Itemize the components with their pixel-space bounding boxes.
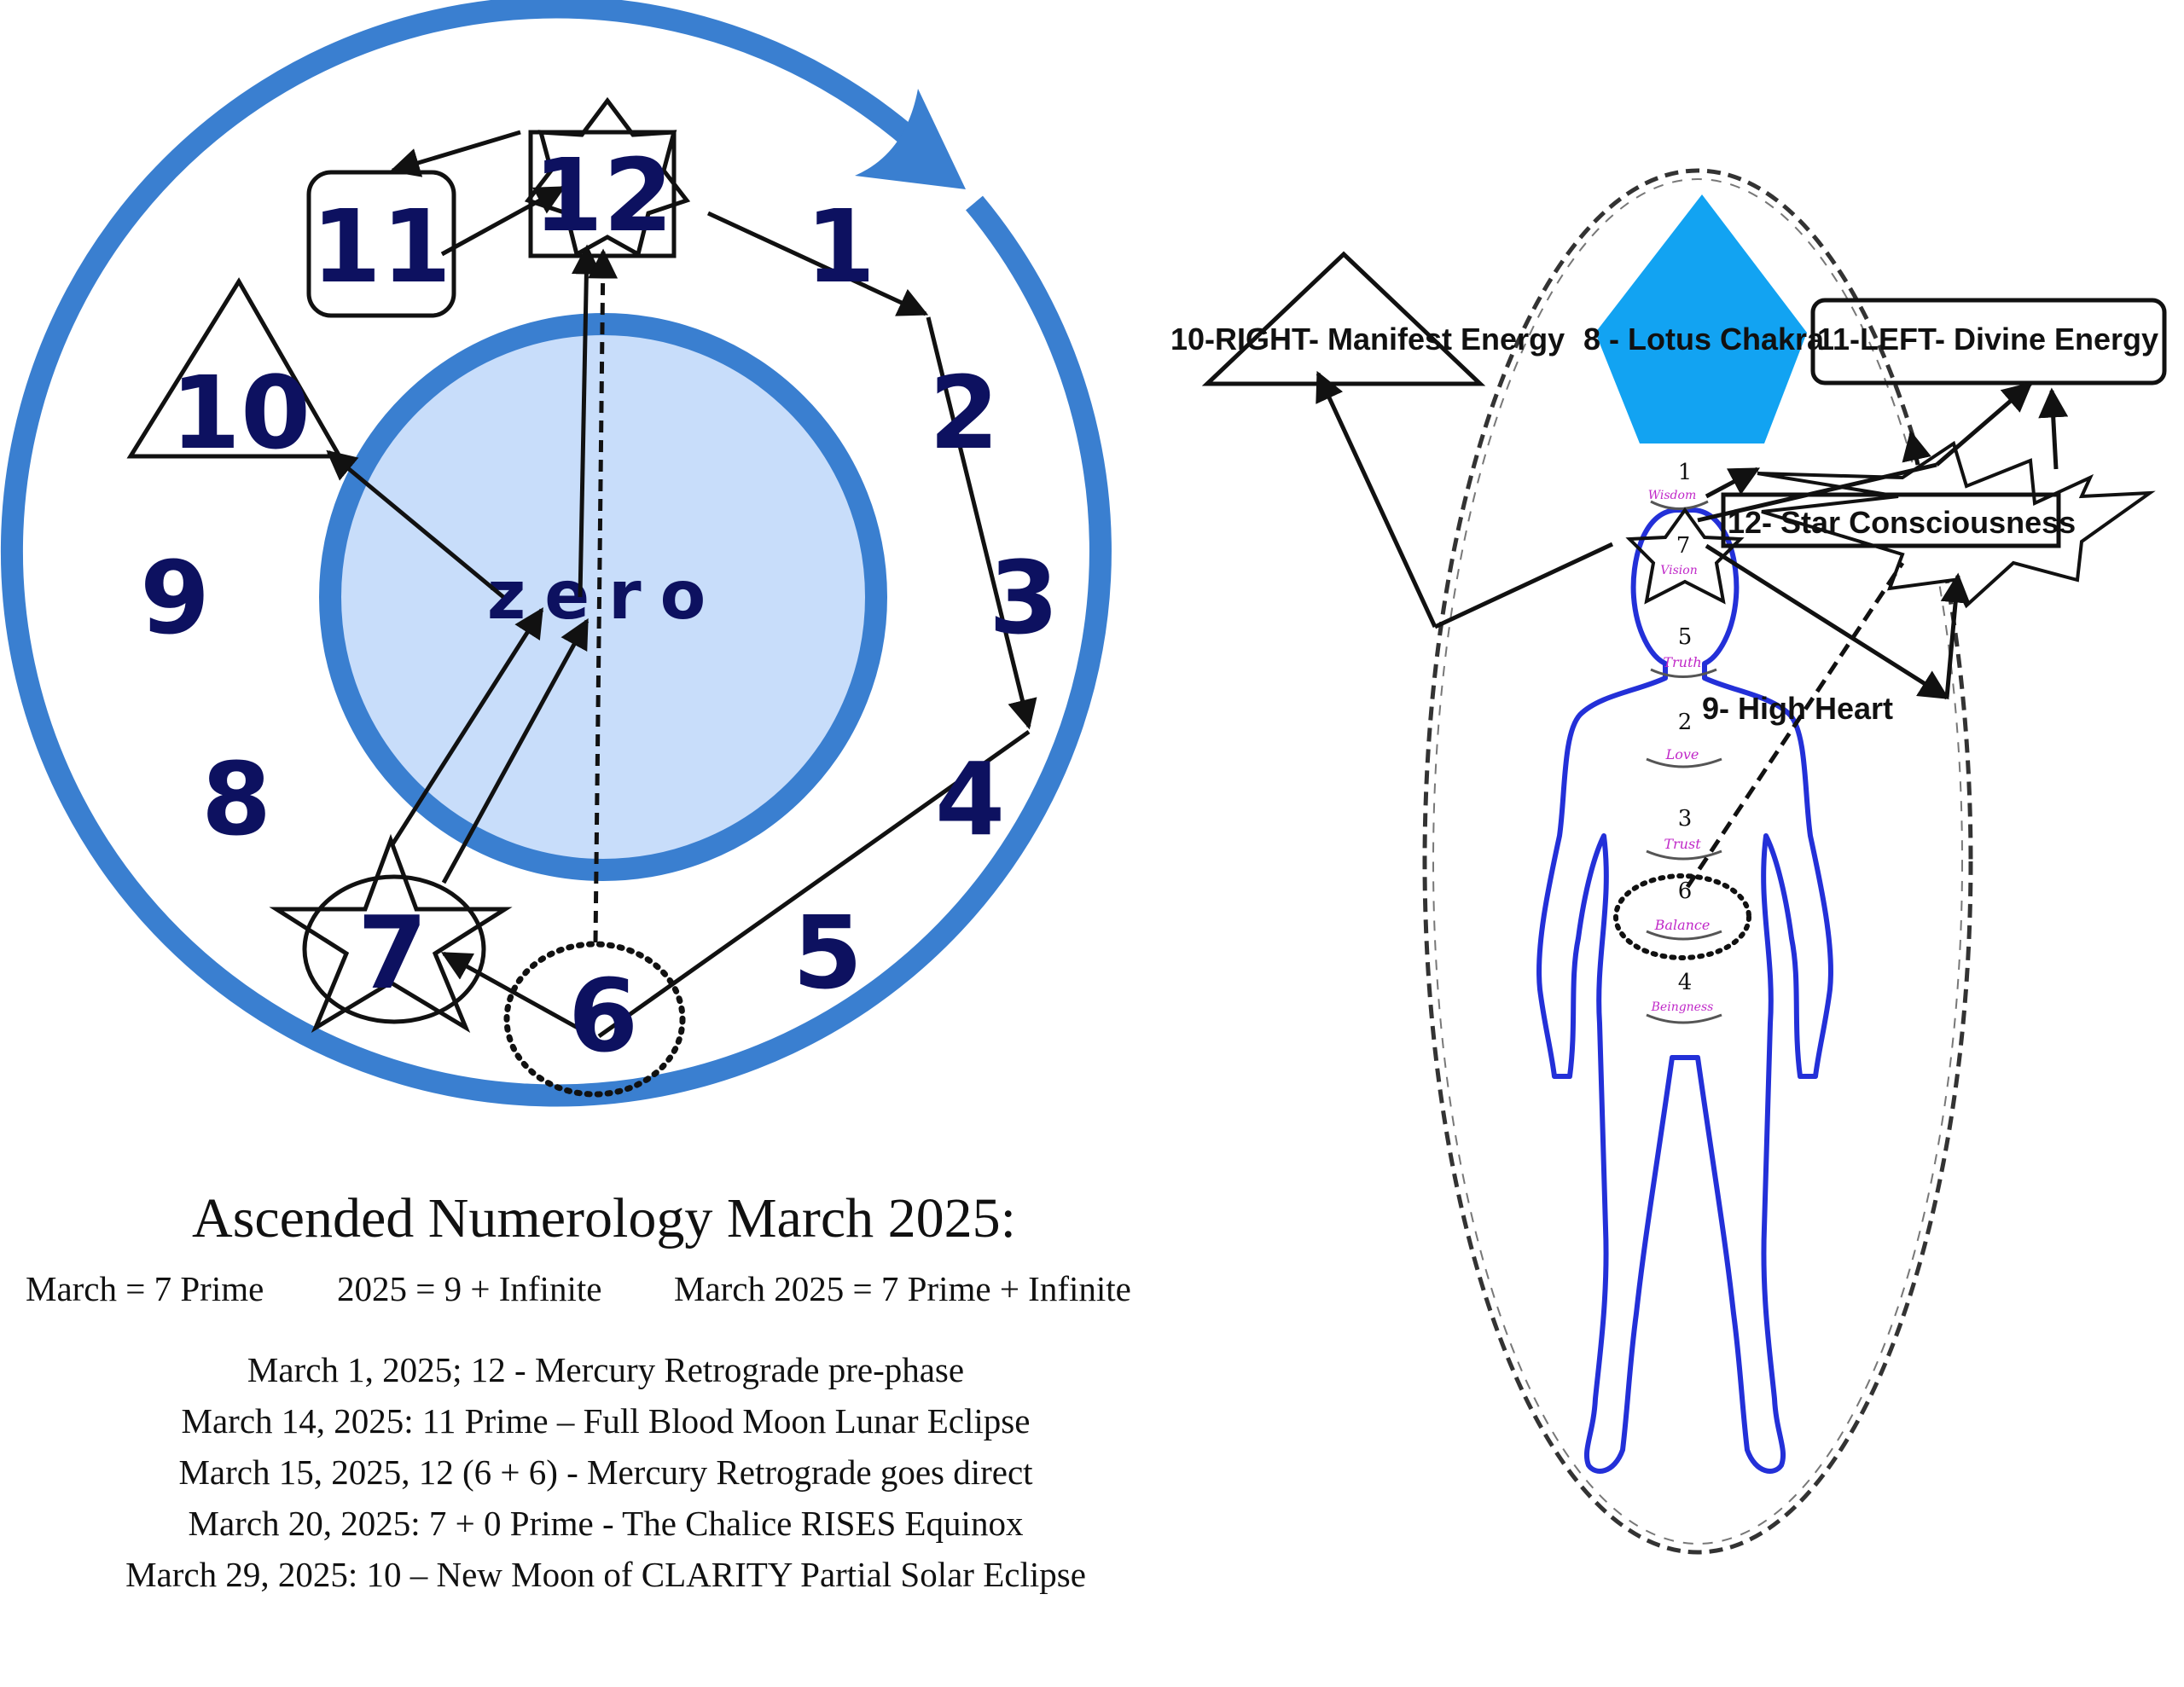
clock-number-6: 6	[568, 957, 638, 1075]
dotted-circle-balance	[1613, 873, 1751, 960]
chakra-bowl	[1646, 757, 1722, 768]
chakra-word: Truth	[1663, 654, 1701, 670]
clock-number-5: 5	[793, 894, 863, 1012]
aura-oval-inner	[1432, 178, 1963, 1545]
chakra-bowl	[1646, 849, 1722, 861]
crown-star-icon	[1625, 507, 1745, 605]
chakra-body-diagram: 1 Wisdom 7 Vision 5 Truth 2 Love 3 Trust…	[1170, 168, 2167, 1555]
chakra-word: Balance	[1654, 917, 1711, 933]
cycle-arrowhead-icon	[855, 89, 966, 189]
summary-march: March = 7 Prime	[26, 1269, 264, 1308]
triangle-right-icon	[1201, 251, 1486, 386]
chakra-word: Vision	[1660, 564, 1697, 577]
chakra-number: 1	[1678, 460, 1693, 485]
chakra-word: Beingness	[1651, 1000, 1714, 1014]
chakra-number: 5	[1678, 624, 1693, 650]
outer-cycle-ring	[0, 0, 1112, 1107]
chakra-word: Love	[1665, 746, 1699, 762]
chakra-number: 2	[1678, 710, 1693, 735]
body-arrows	[1316, 370, 2069, 889]
caption: Ascended Numerology March 2025: March = …	[26, 1187, 1131, 1594]
label-star-consciousness: 12- Star Consciousness	[1728, 505, 2076, 540]
box-left-divine	[1810, 298, 2167, 386]
label-lotus-chakra: 8 - Lotus Chakra	[1583, 322, 1825, 357]
clock-number-12: 12	[533, 136, 673, 254]
numerology-clock: zero 12 11 1 2 10 9 3 8	[0, 0, 1112, 1107]
aura-oval	[1422, 168, 1973, 1555]
lotus-diamond-icon	[1595, 194, 1807, 443]
human-body-outline	[1536, 507, 1833, 1474]
clock-number-2: 2	[929, 354, 999, 472]
chakra-bowl	[1646, 1013, 1722, 1024]
date-line: March 29, 2025: 10 – New Moon of CLARITY…	[125, 1555, 1086, 1594]
label-right-manifest: 10-RIGHT- Manifest Energy	[1170, 322, 1565, 357]
box-11	[306, 170, 456, 318]
star-7-icon	[269, 833, 513, 1034]
chakra-column: 1 Wisdom 7 Vision 5 Truth 2 Love 3 Trust…	[1646, 460, 1722, 1024]
triangle-10	[126, 277, 344, 459]
chakra-word: Wisdom	[1648, 489, 1696, 502]
clock-number-3: 3	[989, 539, 1059, 657]
circle-7	[302, 874, 486, 1024]
clock-number-1: 1	[805, 188, 875, 305]
date-line: March 14, 2025: 11 Prime – Full Blood Mo…	[182, 1401, 1031, 1441]
box-star-consciousness	[1721, 492, 2061, 548]
clock-number-9: 9	[140, 539, 210, 657]
chakra-bowl	[1650, 500, 1709, 510]
chakra-bowl	[1646, 930, 1722, 941]
chakra-number: 3	[1678, 806, 1693, 832]
clock-number-4: 4	[935, 740, 1005, 858]
star-of-david-icon	[524, 96, 691, 258]
clock-number-10: 10	[171, 354, 311, 472]
label-left-divine: 11-LEFT- Divine Energy	[1817, 322, 2158, 357]
date-line: March 15, 2025, 12 (6 + 6) - Mercury Ret…	[178, 1452, 1033, 1492]
zero-label: zero	[487, 558, 724, 635]
clock-number-8: 8	[201, 740, 271, 858]
summary-year: 2025 = 9 + Infinite	[337, 1269, 601, 1308]
chakra-bowl	[1650, 668, 1717, 678]
clock-number-7: 7	[357, 894, 427, 1012]
chakra-number: 7	[1676, 533, 1691, 559]
clock-number-11: 11	[311, 188, 451, 305]
caption-title: Ascended Numerology March 2025:	[192, 1187, 1016, 1249]
dotted-circle-6	[503, 941, 686, 1098]
chakra-word: Trust	[1664, 836, 1701, 852]
date-line: March 20, 2025: 7 + 0 Prime - The Chalic…	[189, 1504, 1024, 1543]
summary-combined: March 2025 = 7 Prime + Infinite	[674, 1269, 1131, 1308]
chakra-number: 4	[1678, 970, 1693, 995]
date-line: March 1, 2025; 12 - Mercury Retrograde p…	[247, 1350, 964, 1389]
flow-arrows	[326, 130, 1037, 1039]
